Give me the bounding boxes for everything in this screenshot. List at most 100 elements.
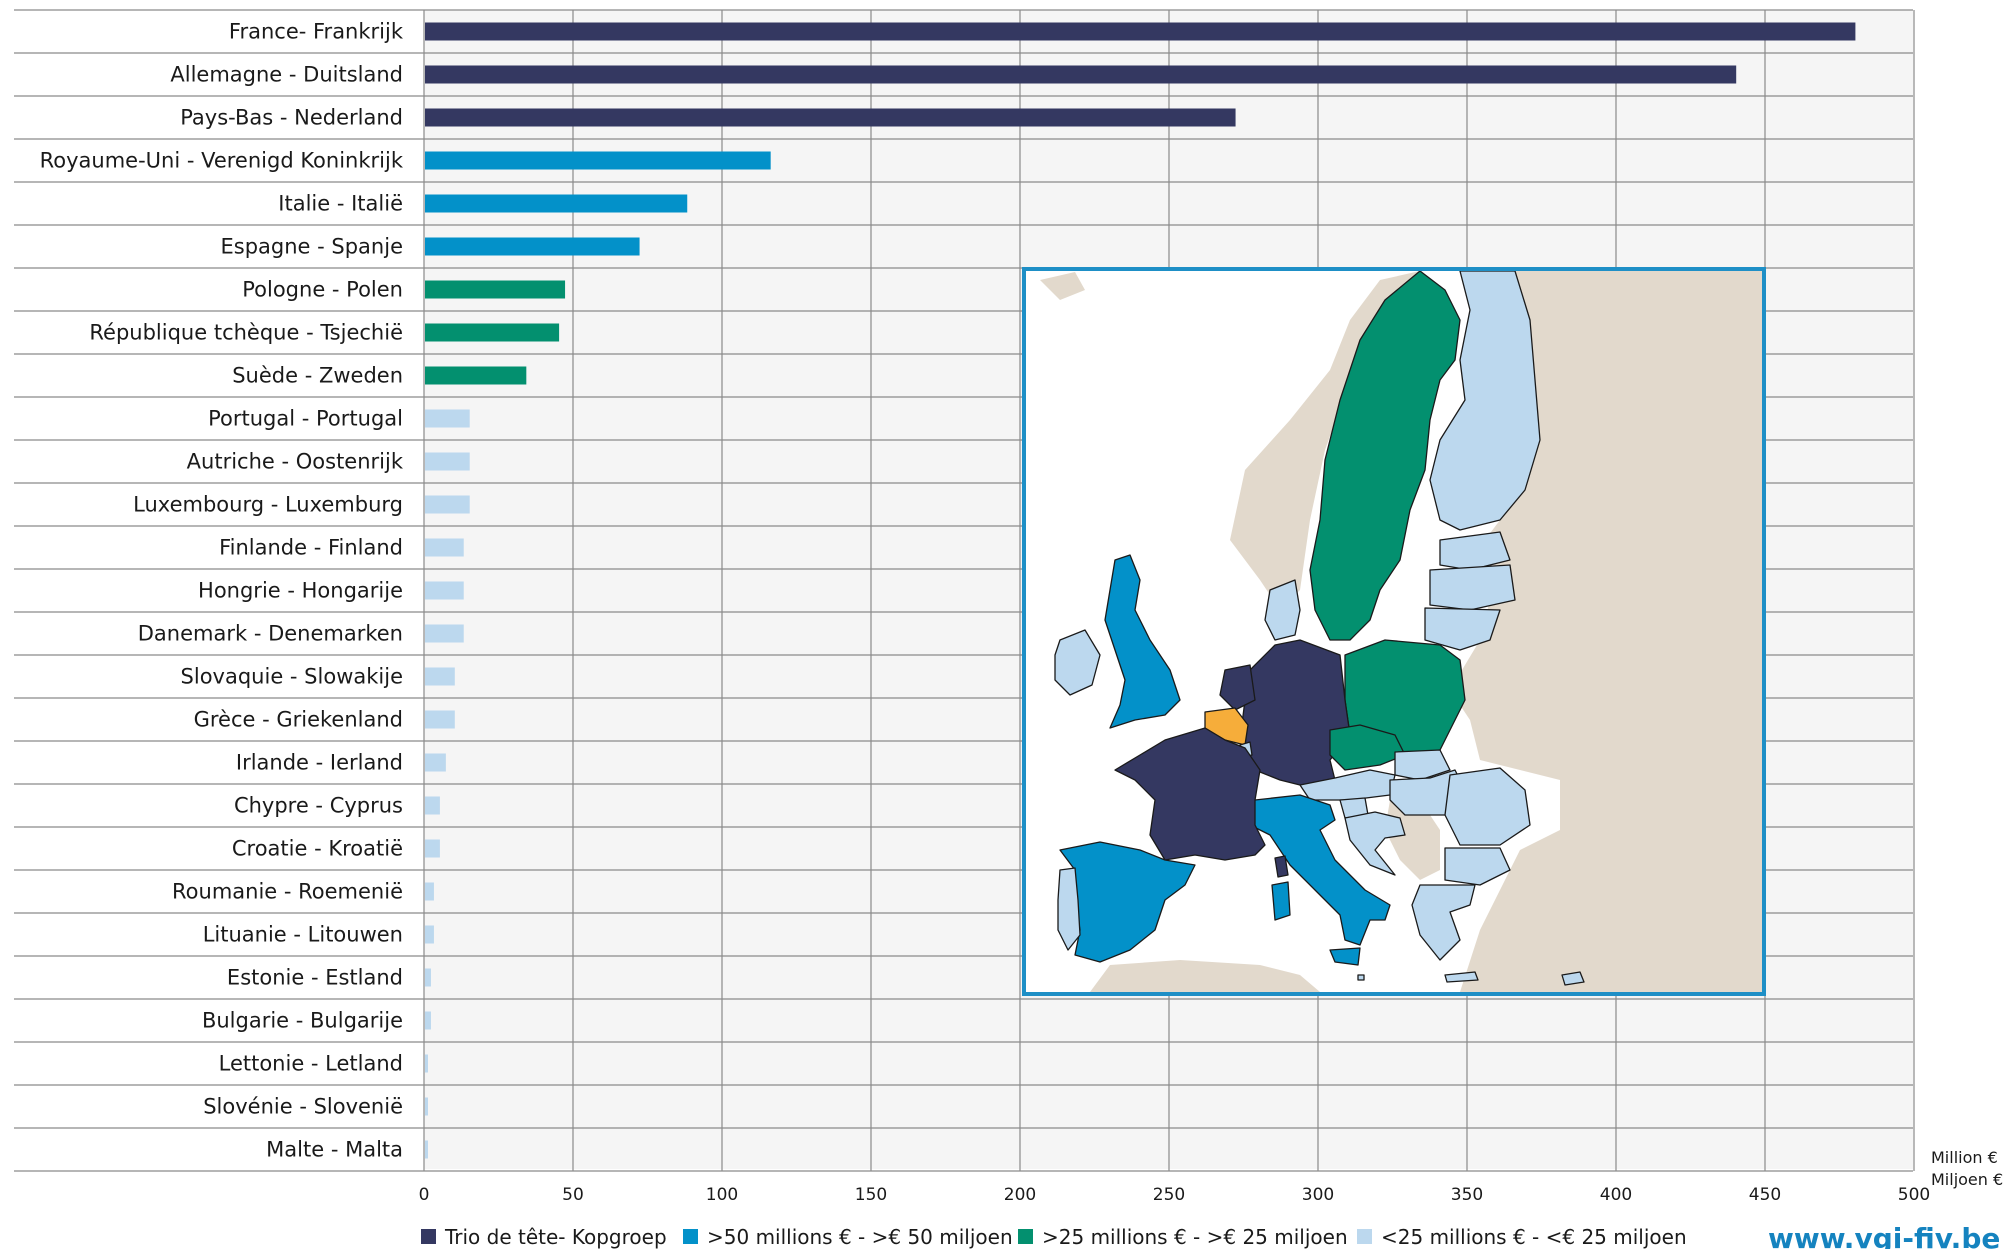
- legend-swatch: [1357, 1229, 1372, 1244]
- bar: [425, 194, 688, 213]
- category-label: Estonie - Estland: [227, 966, 403, 990]
- legend-label: <25 millions € - <€ 25 miljoen: [1381, 1225, 1687, 1249]
- x-tick-label: 150: [855, 1185, 887, 1205]
- category-label: Hongrie - Hongarije: [198, 579, 403, 603]
- x-axis-ticks: 0 50 100 150 200 250 300 350 400 450 500: [419, 1185, 1931, 1205]
- bar: [425, 1054, 428, 1073]
- unit-label-million: Million €: [1931, 1148, 1998, 1167]
- category-label: Pologne - Polen: [242, 278, 403, 302]
- bar: [425, 1140, 428, 1159]
- category-label: Luxembourg - Luxemburg: [133, 493, 403, 517]
- legend-label: Trio de tête- Kopgroep: [444, 1225, 667, 1249]
- bar: [425, 925, 434, 944]
- bar: [425, 667, 455, 686]
- bar: [425, 323, 560, 342]
- category-label: Royaume-Uni - Verenigd Koninkrijk: [40, 149, 404, 173]
- map-ireland: [1054, 629, 1101, 696]
- map-france: [1114, 727, 1266, 861]
- category-label: Espagne - Spanje: [221, 235, 404, 259]
- map-land-norway: [1230, 271, 1420, 610]
- map-sweden: [1309, 271, 1461, 641]
- category-label: Lituanie - Litouwen: [203, 923, 403, 947]
- category-label: Bulgarie - Bulgarije: [202, 1009, 403, 1033]
- unit-label-miljoen: Miljoen €: [1931, 1170, 2003, 1189]
- map-estonia: [1439, 531, 1511, 571]
- x-tick-label: 500: [1898, 1185, 1930, 1205]
- europe-map-inset: [1022, 267, 1766, 996]
- bar: [425, 581, 464, 600]
- map-bulgaria: [1444, 847, 1511, 886]
- bar: [425, 495, 470, 514]
- category-label: Danemark - Denemarken: [138, 622, 403, 646]
- bar: [425, 409, 470, 428]
- bars: [425, 22, 1856, 1159]
- map-crete: [1444, 971, 1479, 983]
- map-land-north-africa: [1090, 960, 1320, 992]
- x-tick-label: 200: [1004, 1185, 1036, 1205]
- category-label: Lettonie - Letland: [219, 1052, 403, 1076]
- bar: [425, 882, 434, 901]
- bar: [425, 753, 446, 772]
- map-malta: [1357, 974, 1365, 981]
- map-portugal: [1057, 867, 1081, 951]
- x-tick-label: 0: [419, 1185, 430, 1205]
- bar: [425, 968, 431, 987]
- map-uk: [1104, 554, 1181, 729]
- bar: [425, 624, 464, 643]
- category-label: Pays-Bas - Nederland: [180, 106, 403, 130]
- category-label: Grèce - Griekenland: [194, 708, 403, 732]
- map-romania: [1444, 767, 1531, 846]
- bar: [425, 280, 566, 299]
- bar: [425, 22, 1856, 41]
- x-tick-label: 400: [1600, 1185, 1632, 1205]
- legend: Trio de tête- Kopgroep >50 millions € - >…: [421, 1225, 1687, 1249]
- category-label: Autriche - Oostenrijk: [187, 450, 404, 474]
- category-label: Irlande - Ierland: [236, 751, 403, 775]
- legend-label: >50 millions € - >€ 50 miljoen: [707, 1225, 1013, 1249]
- bar: [425, 538, 464, 557]
- x-tick-label: 50: [562, 1185, 584, 1205]
- map-latvia: [1429, 564, 1516, 611]
- map-czech-republic: [1329, 724, 1406, 771]
- category-label: Chypre - Cyprus: [234, 794, 403, 818]
- category-label: Croatie - Kroatië: [232, 837, 403, 861]
- legend-label: >25 millions € - >€ 25 miljoen: [1042, 1225, 1348, 1249]
- map-denmark: [1264, 579, 1301, 641]
- bar: [425, 796, 440, 815]
- legend-swatch: [421, 1229, 436, 1244]
- map-corsica: [1274, 855, 1289, 878]
- category-label: Roumanie - Roemenië: [172, 880, 403, 904]
- category-label: Slovénie - Slovenië: [203, 1095, 403, 1119]
- legend-swatch: [683, 1229, 698, 1244]
- bar: [425, 1011, 431, 1030]
- map-netherlands: [1219, 664, 1256, 711]
- map-sicily: [1329, 947, 1361, 966]
- map-land-iceland: [1040, 272, 1085, 300]
- bar: [425, 151, 771, 170]
- map-greece: [1411, 884, 1476, 961]
- map-cyprus: [1561, 971, 1585, 986]
- map-italy: [1249, 794, 1391, 946]
- website-link[interactable]: www.vgi-fiv.be: [1768, 1222, 2000, 1249]
- x-tick-label: 450: [1749, 1185, 1781, 1205]
- map-lithuania: [1424, 607, 1501, 651]
- map-croatia: [1344, 811, 1406, 876]
- bar: [425, 1097, 428, 1116]
- category-label: République tchèque - Tsjechië: [89, 321, 403, 345]
- bar: [425, 237, 640, 256]
- category-label: Finlande - Finland: [219, 536, 403, 560]
- bar: [425, 65, 1737, 84]
- map-land-russia-north: [1620, 271, 1720, 320]
- category-label: Malte - Malta: [266, 1138, 403, 1162]
- x-tick-label: 350: [1451, 1185, 1483, 1205]
- map-sardinia: [1271, 881, 1291, 921]
- category-label: Slovaquie - Slowakije: [181, 665, 403, 689]
- category-label: Italie - Italië: [278, 192, 403, 216]
- x-tick-label: 100: [706, 1185, 738, 1205]
- bar: [425, 710, 455, 729]
- category-label: Suède - Zweden: [232, 364, 403, 388]
- x-tick-label: 250: [1153, 1185, 1185, 1205]
- x-tick-label: 300: [1302, 1185, 1334, 1205]
- bar: [425, 452, 470, 471]
- category-label: Allemagne - Duitsland: [170, 63, 403, 87]
